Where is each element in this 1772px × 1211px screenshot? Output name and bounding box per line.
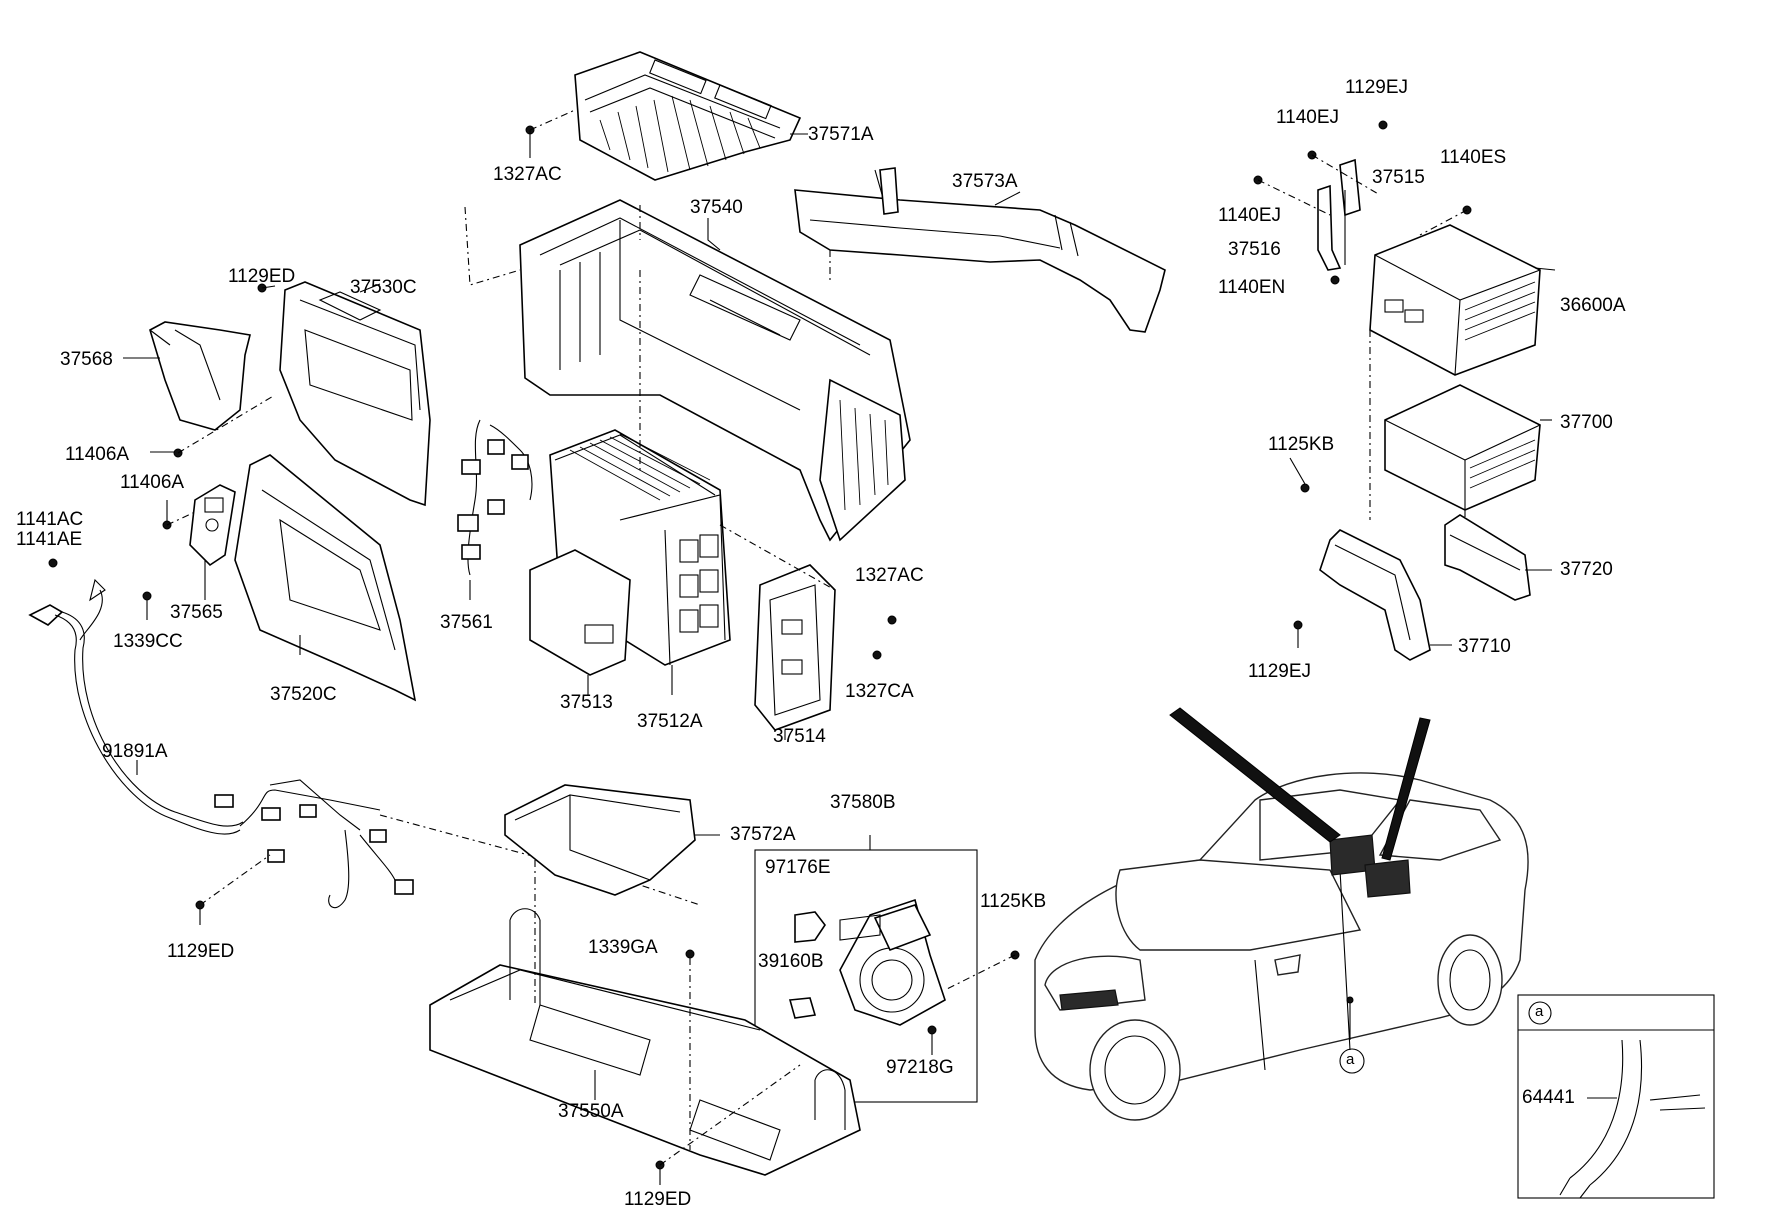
label-1141AC: 1141AC xyxy=(16,509,84,530)
label-1339CC: 1339CC xyxy=(113,631,183,652)
label-39160B: 39160B xyxy=(758,951,824,972)
bms-unit-37514 xyxy=(754,564,836,731)
callout-circle-a xyxy=(1339,1048,1365,1074)
label-37580B: 37580B xyxy=(830,792,896,813)
label-37565: 37565 xyxy=(170,602,223,623)
battery-frame-37540 xyxy=(519,199,911,542)
label-37568: 37568 xyxy=(60,349,113,370)
panel-37520C xyxy=(234,454,417,702)
label-37512A: 37512A xyxy=(637,711,703,732)
bracket-37515 xyxy=(1339,158,1361,265)
label-1339GA: 1339GA xyxy=(588,937,658,958)
label-1140ES: 1140ES xyxy=(1440,147,1507,168)
label-37561: 37561 xyxy=(440,612,493,633)
wire-harness-37561 xyxy=(457,419,533,576)
label-1129ED-harness: 1129ED xyxy=(167,941,235,962)
control-unit-37513 xyxy=(529,549,631,676)
converter-37700 xyxy=(1384,384,1541,511)
label-1129ED-left: 1129ED xyxy=(228,266,296,287)
callout-letter-a: a xyxy=(1346,1051,1355,1068)
label-1125KB-right: 1125KB xyxy=(1268,434,1335,455)
bracket-37565 xyxy=(189,484,236,567)
label-64441: 64441 xyxy=(1522,1087,1575,1108)
wire-harness-91891A xyxy=(28,578,414,909)
label-1125KB-fan: 1125KB xyxy=(980,891,1047,912)
grille-cover-37571A xyxy=(574,51,802,181)
bracket-37710 xyxy=(1319,529,1431,661)
blower-fan-assembly xyxy=(839,898,946,1026)
inset-header-letter: a xyxy=(1535,1003,1544,1020)
label-37572A: 37572A xyxy=(730,824,796,845)
label-37530C: 37530C xyxy=(350,277,417,298)
label-11406A-b: 11406A xyxy=(120,472,185,493)
label-1140EJ-b: 1140EJ xyxy=(1218,205,1282,226)
label-37513: 37513 xyxy=(560,692,613,713)
label-1140EN: 1140EN xyxy=(1218,277,1286,298)
bracket-37516 xyxy=(1317,184,1342,271)
label-37516: 37516 xyxy=(1228,239,1281,260)
label-37710: 37710 xyxy=(1458,636,1511,657)
label-37571A: 37571A xyxy=(808,124,874,145)
inset-detail-a xyxy=(1517,994,1715,1199)
bracket-37720 xyxy=(1444,514,1531,601)
label-1129EJ-top: 1129EJ xyxy=(1345,77,1409,98)
label-11406A-a: 11406A xyxy=(65,444,130,465)
label-1129EJ-bottom: 1129EJ xyxy=(1248,661,1312,682)
label-37515: 37515 xyxy=(1372,167,1425,188)
blower-box-37580B xyxy=(754,849,978,1103)
label-1129ED-bottom: 1129ED xyxy=(624,1189,692,1210)
label-1327AC-top: 1327AC xyxy=(493,164,562,185)
label-97176E: 97176E xyxy=(765,857,831,878)
label-37550A: 37550A xyxy=(558,1101,624,1122)
label-37514: 37514 xyxy=(773,726,826,747)
bracket-37568 xyxy=(149,321,251,431)
label-37720: 37720 xyxy=(1560,559,1613,580)
label-97218G: 97218G xyxy=(886,1057,954,1078)
panel-37530C xyxy=(279,281,431,507)
connector-97176E xyxy=(794,911,826,943)
label-1141AE: 1141AE xyxy=(16,529,83,550)
label-37540: 37540 xyxy=(690,197,743,218)
label-1327CA: 1327CA xyxy=(845,681,914,702)
label-37520C: 37520C xyxy=(270,684,337,705)
floor-plate-37550A xyxy=(429,908,861,1176)
label-1140EJ-a: 1140EJ xyxy=(1276,107,1340,128)
label-1327AC-mid: 1327AC xyxy=(855,565,924,586)
label-37573A: 37573A xyxy=(952,171,1018,192)
label-37700: 37700 xyxy=(1560,412,1613,433)
label-36600A: 36600A xyxy=(1560,295,1626,316)
resistor-39160B xyxy=(788,997,817,1019)
air-duct-37573A xyxy=(794,167,1166,333)
inverter-36600A xyxy=(1369,224,1541,376)
label-91891A: 91891A xyxy=(102,741,168,762)
tray-37572A xyxy=(504,784,696,896)
vehicle-illustration xyxy=(1034,707,1529,1121)
